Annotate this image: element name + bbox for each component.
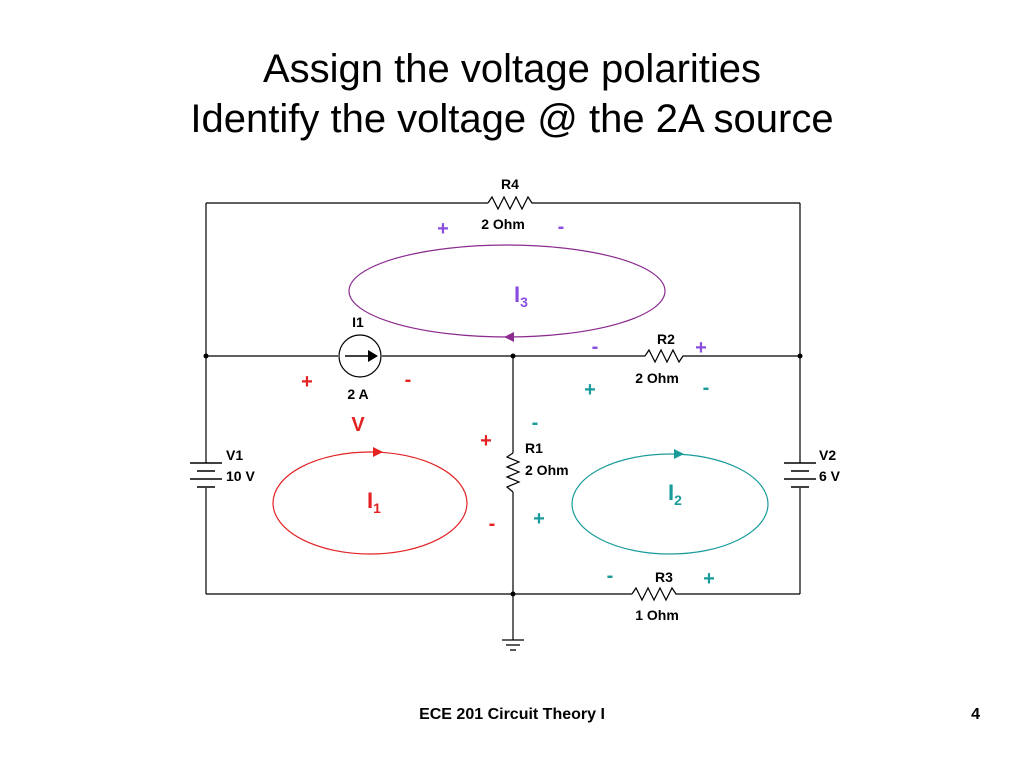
title-line-1: Assign the voltage polarities — [262, 47, 762, 91]
resistor-r1-zigzag — [505, 452, 521, 493]
loop-i2-subscript: 2 — [674, 492, 682, 508]
current-source-arrowhead-icon — [368, 350, 378, 362]
current-source-i1: I1 2 A — [338, 314, 382, 402]
polarity-r2-bottom-left: + — [584, 379, 596, 401]
polarity-r1-upper-red: + — [480, 430, 492, 452]
source-voltage-label: V — [351, 414, 365, 436]
polarity-i1-left: + — [301, 371, 313, 393]
resistor-r3-zigzag — [631, 586, 680, 602]
i1-value-label: 2 A — [347, 386, 368, 402]
r4-value-label: 2 Ohm — [481, 216, 525, 232]
junction-dot — [510, 353, 516, 359]
junctions — [203, 353, 803, 597]
r1-value-label: 2 Ohm — [525, 462, 569, 478]
polarity-r1-upper-teal: - — [532, 412, 539, 434]
loop-i2-label: I2 — [668, 480, 682, 508]
polarity-markers: + - - + + - + - + - - + - + — [301, 216, 715, 590]
v2-value-label: 6 V — [819, 468, 841, 484]
r1-name-label: R1 — [525, 440, 543, 456]
loop-i3-ellipse — [348, 244, 666, 338]
polarity-i1-right: - — [405, 369, 412, 391]
junction-dot — [203, 353, 209, 359]
resistor-r4: R4 2 Ohm — [481, 176, 536, 232]
loop-i1-subscript: 1 — [373, 500, 381, 516]
loop-i2-arrowhead-icon — [674, 449, 684, 459]
slide-title: Assign the voltage polarities Identify t… — [0, 44, 1024, 144]
loop-i1-label: I1 — [367, 488, 381, 516]
battery-v2: V2 6 V — [784, 447, 841, 488]
footer-course-title: ECE 201 Circuit Theory I — [419, 706, 605, 723]
loop-i3-label: I3 — [514, 282, 528, 310]
loop-i3-arrowhead-icon — [504, 332, 514, 342]
loop-i2-ellipse — [571, 453, 769, 555]
polarity-r2-bottom-right: - — [703, 377, 710, 399]
title-line-2: Identify the voltage @ the 2A source — [190, 97, 834, 141]
mesh-loop-i2: I2 — [571, 449, 769, 555]
r2-value-label: 2 Ohm — [635, 370, 679, 386]
v1-name-label: V1 — [226, 447, 243, 463]
polarity-r1-lower-teal: + — [533, 508, 545, 530]
battery-v1: V1 10 V — [190, 447, 255, 488]
resistor-r1: R1 2 Ohm — [505, 440, 569, 493]
footer-page-number: 4 — [971, 706, 980, 723]
resistor-r2-zigzag — [644, 348, 686, 364]
polarity-r1-lower-red: - — [489, 513, 496, 535]
polarity-r3-right: + — [703, 568, 715, 590]
r3-value-label: 1 Ohm — [635, 607, 679, 623]
r4-name-label: R4 — [501, 176, 519, 192]
polarity-r4-right: - — [558, 216, 565, 238]
v2-name-label: V2 — [819, 447, 836, 463]
junction-dot — [797, 353, 803, 359]
polarity-r3-left: - — [607, 565, 614, 587]
mesh-loop-i1: I1 — [272, 447, 468, 555]
loop-i3-subscript: 3 — [520, 294, 528, 310]
r3-name-label: R3 — [655, 569, 673, 585]
i1-name-label: I1 — [352, 314, 364, 330]
polarity-r2-top-right: + — [695, 337, 707, 359]
resistor-r2: R2 2 Ohm — [635, 331, 686, 386]
polarity-r2-top-left: - — [592, 336, 599, 358]
r2-name-label: R2 — [657, 331, 675, 347]
v1-value-label: 10 V — [226, 468, 255, 484]
junction-dot — [510, 591, 516, 597]
resistor-r4-zigzag — [487, 195, 536, 211]
loop-i1-arrowhead-icon — [373, 447, 383, 457]
ground-icon — [502, 639, 524, 651]
polarity-r4-left: + — [437, 218, 449, 240]
resistor-r3: R3 1 Ohm — [631, 569, 680, 623]
loop-i1-ellipse — [272, 451, 468, 555]
mesh-loop-i3: I3 — [348, 244, 666, 342]
